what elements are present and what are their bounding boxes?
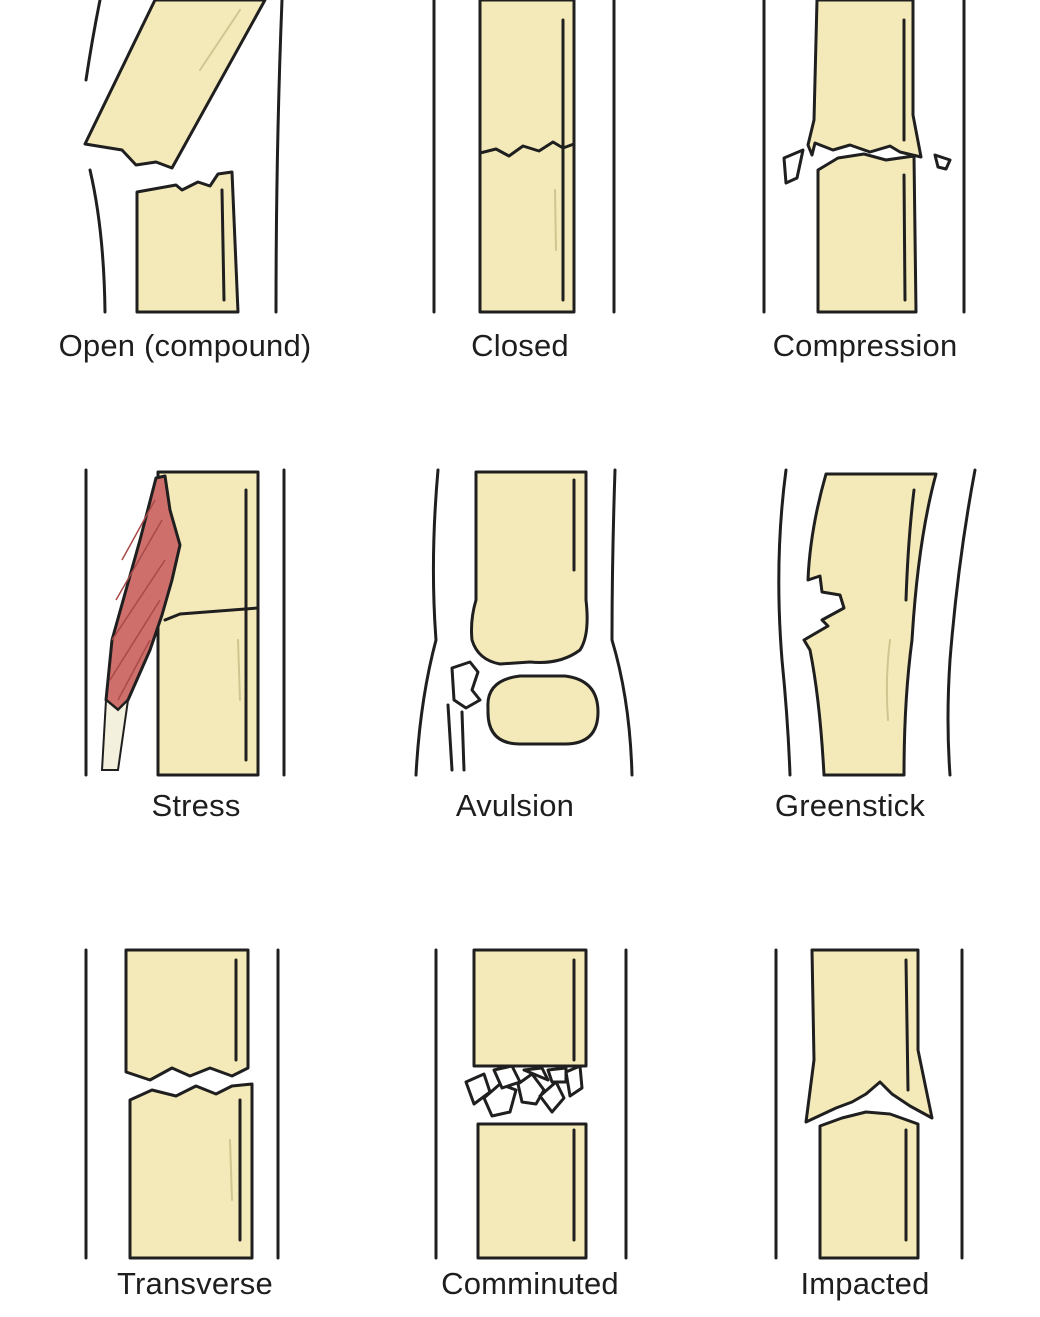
label-transverse: Transverse — [117, 1266, 273, 1301]
label-impacted: Impacted — [800, 1266, 930, 1301]
impacted-illustration — [774, 948, 964, 1260]
closed-illustration — [432, 0, 616, 314]
label-greenstick: Greenstick — [774, 788, 926, 823]
label-closed: Closed — [471, 328, 569, 363]
greenstick-illustration — [777, 468, 977, 777]
label-comminuted: Comminuted — [441, 1266, 619, 1301]
label-open-compound: Open (compound) — [58, 328, 312, 363]
avulsion-illustration — [414, 468, 634, 777]
label-compression: Compression — [772, 328, 958, 363]
label-avulsion: Avulsion — [455, 788, 575, 823]
open-compound-illustration — [83, 0, 284, 314]
comminuted-illustration — [434, 948, 628, 1260]
stress-illustration — [84, 468, 286, 777]
transverse-illustration — [84, 948, 280, 1260]
compression-illustration — [762, 0, 966, 314]
label-stress: Stress — [151, 788, 241, 823]
